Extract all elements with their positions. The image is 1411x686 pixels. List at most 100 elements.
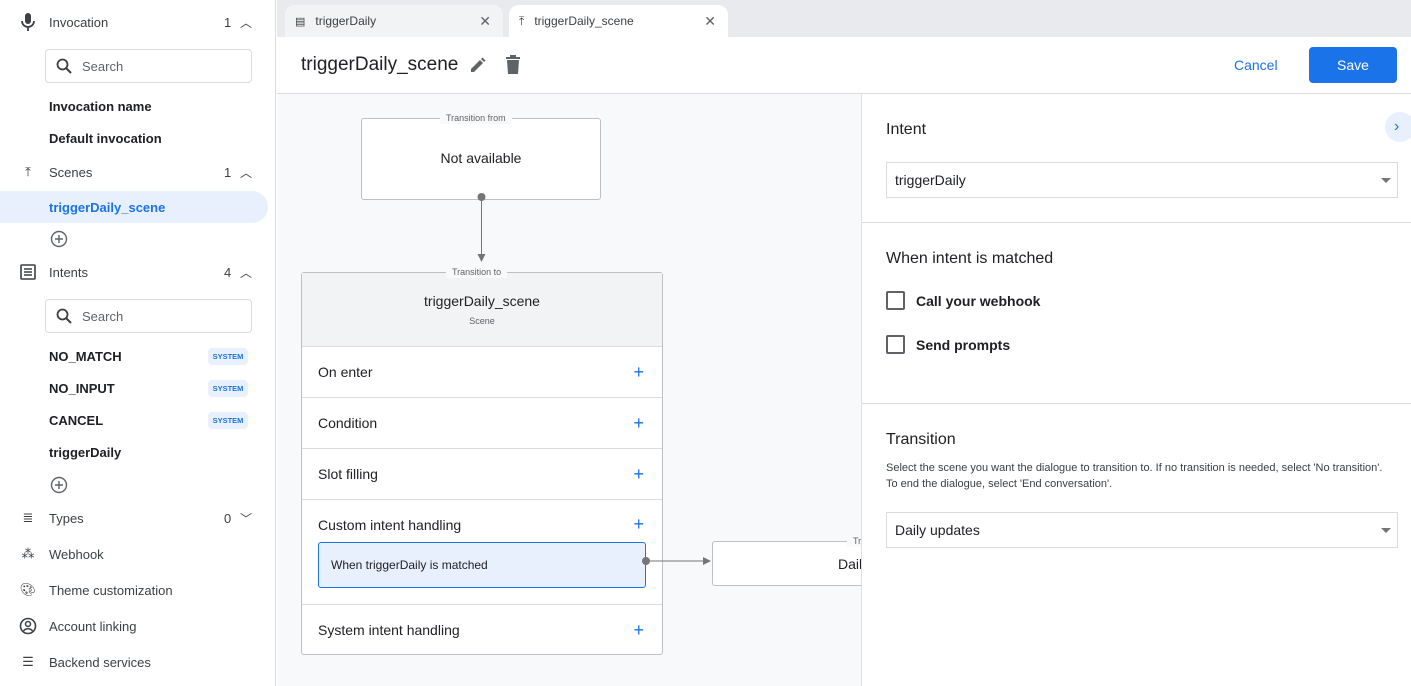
condition-row[interactable]: Condition + [302,397,662,448]
scene-subtitle: Scene [469,316,495,326]
delete-icon[interactable] [505,55,521,75]
row-label: On enter [318,364,373,380]
invocation-search-input[interactable]: Search [45,49,252,83]
collapse-panel-chevron-icon[interactable]: › [1385,112,1411,142]
scene-icon: ⤒ [519,13,525,28]
intent-item[interactable]: CANCEL [49,413,104,428]
section-webhook[interactable]: ⁂ Webhook [0,538,276,570]
dropdown-arrow-icon [1381,528,1391,533]
backend-services-icon: ☰ [22,654,34,669]
intent-item[interactable]: NO_INPUT [49,381,115,396]
search-icon [56,58,72,74]
dropdown-arrow-icon [1381,178,1391,183]
section-invocation[interactable]: Invocation 1 ︿ [0,6,276,38]
box-legend: Transition from [440,112,512,124]
section-label: Account linking [49,618,137,634]
page-title: triggerDaily_scene [301,54,459,75]
invocation-name-item[interactable]: Invocation name [49,99,152,114]
intent-section-title: Intent [886,121,927,138]
transition-from-box: Transition from Not available [361,112,601,200]
system-badge: SYSTEM [208,412,248,429]
custom-intent-row[interactable]: Custom intent handling + When triggerDail… [302,499,662,604]
add-icon[interactable]: + [633,619,644,640]
add-icon[interactable]: + [633,514,644,534]
transition-section-title: Transition [886,431,956,448]
divider [862,403,1411,404]
edit-icon[interactable] [469,56,487,74]
section-account-linking[interactable]: Account linking [0,610,276,642]
transition-description: Select the scene you want the dialogue t… [886,462,1383,490]
select-value: Daily updates [895,522,980,538]
checkbox-label: Call your webhook [916,292,1041,309]
section-types[interactable]: ≣ Types 0 ﹀ [0,502,276,534]
flow-canvas: Transition from Not available Transition… [277,94,861,686]
checkbox-icon [886,291,905,310]
intent-handler-item[interactable]: When triggerDaily is matched [318,542,646,588]
intent-item[interactable]: triggerDaily [49,445,122,460]
count: 1 [224,14,232,30]
checkbox-label: Send prompts [916,336,1011,353]
transition-select[interactable]: Daily updates [886,512,1398,548]
box-legend: Transition to [847,535,861,547]
microphone-icon [18,12,38,32]
tab-triggerDaily-scene[interactable]: ⤒ triggerDaily_scene ✕ [509,5,728,37]
palette-icon: 🎨︎ [19,582,37,597]
system-intent-row[interactable]: System intent handling + [302,604,662,655]
system-badge: SYSTEM [208,348,248,365]
row-label: Condition [318,415,378,431]
close-icon[interactable]: ✕ [479,12,491,29]
properties-panel: › Intent triggerDaily When intent is mat… [861,94,1411,686]
section-label: Scenes [49,164,93,180]
count: 4 [224,264,232,280]
count: 0 [224,510,232,526]
on-enter-row[interactable]: On enter + [302,346,662,397]
tab-triggerDaily[interactable]: ▤ triggerDaily ✕ [285,5,503,37]
search-placeholder: Search [82,308,124,324]
add-intent-icon[interactable] [50,476,68,494]
row-label: System intent handling [318,622,460,638]
checkbox-icon [886,335,905,354]
call-webhook-checkbox[interactable]: Call your webhook [886,291,1040,310]
sidebar: Invocation 1 ︿ Search Invocation name De… [0,0,276,686]
transition-target-box[interactable]: Transition to Daily updates [712,535,861,586]
chevron-down-icon[interactable]: ﹀ [240,511,253,526]
send-prompts-checkbox[interactable]: Send prompts [886,335,1010,354]
slot-filling-row[interactable]: Slot filling+ [302,448,662,499]
section-scenes[interactable]: ⤒ Scenes 1 ︿ [0,156,276,188]
section-intents[interactable]: Intents 4 ︿ [0,256,276,288]
cancel-button[interactable]: Cancel [1234,57,1278,73]
count: 1 [224,164,232,180]
divider [862,222,1411,223]
section-label: Invocation [49,14,109,30]
editor-header: triggerDaily_scene Cancel Save [277,37,1411,94]
default-invocation-item[interactable]: Default invocation [49,131,162,146]
tab-bar: ▤ triggerDaily ✕ ⤒ triggerDaily_scene ✕ [277,0,1411,37]
intents-search-input[interactable]: Search [45,299,252,333]
close-icon[interactable]: ✕ [704,12,716,29]
add-icon[interactable]: + [633,361,644,382]
intent-item[interactable]: NO_MATCH [49,349,122,364]
section-theme[interactable]: 🎨︎ Theme customization [0,574,276,606]
scene-item-selected[interactable]: triggerDaily_scene [0,191,268,223]
section-label: Theme customization [49,582,173,598]
chevron-up-icon[interactable]: ︿ [240,165,253,180]
intent-icon: ▤ [295,15,306,28]
add-icon[interactable]: + [633,463,644,484]
scene-header [302,273,662,346]
account-circle-icon [18,616,38,636]
section-backend[interactable]: ☰ Backend services [0,646,276,678]
add-icon[interactable]: + [633,412,644,433]
section-label: Webhook [49,546,104,562]
save-button[interactable]: Save [1309,47,1397,83]
intent-select[interactable]: triggerDaily [886,162,1398,198]
scene-item-label: triggerDaily_scene [49,200,166,215]
types-icon: ≣ [22,510,34,525]
section-label: Backend services [49,654,151,670]
chevron-up-icon[interactable]: ︿ [240,15,253,30]
box-legend: Transition to [446,266,508,278]
search-placeholder: Search [82,58,124,74]
row-label: Custom intent handling [318,517,462,533]
chevron-up-icon[interactable]: ︿ [240,265,253,280]
add-scene-icon[interactable] [50,230,68,248]
webhook-icon: ⁂ [21,546,35,561]
